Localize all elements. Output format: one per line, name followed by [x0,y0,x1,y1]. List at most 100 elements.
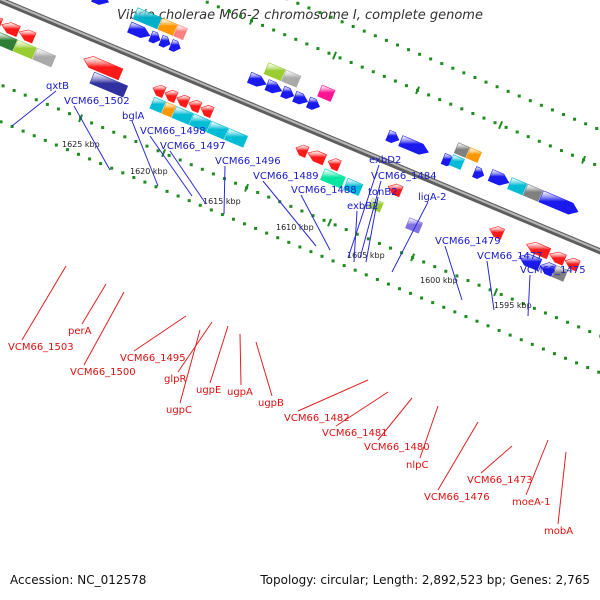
tick-dot-outer-top [573,117,577,121]
gene-glyph [368,197,384,213]
major-tick [332,51,337,60]
gene-glyph [465,147,482,163]
tick-dot-outer-top [484,80,488,84]
gene-glyph [280,85,295,99]
tick-dot-inner-bottom [377,241,381,245]
gene-glyph [489,226,506,240]
bottom-label-leader [133,315,187,352]
tick-dot-inner-bottom [1,84,5,88]
tick-dot-inner-bottom [289,204,293,208]
gene-glyph [398,135,429,155]
tick-dot-outer-bottom [486,324,490,328]
tick-dot-outer-bottom [21,129,25,133]
tick-dot-inner-top [526,135,530,139]
tick-dot-inner-bottom [267,195,271,199]
tick-dot-inner-top [449,102,453,106]
bottom-label-leader [239,333,242,386]
tick-dot-inner-bottom [555,316,559,320]
gene-glyph [1,22,21,37]
gene-label-bottom: perA [68,326,92,337]
tick-dot-outer-top [550,108,554,112]
top-label-leader [223,165,226,215]
tick-dot-inner-bottom [510,297,514,301]
gene-glyph [12,39,37,60]
tick-dot-outer-top [462,71,466,75]
tick-dot-outer-bottom [442,305,446,309]
gene-label-top: VCM66_1502 [64,96,130,107]
tick-dot-outer-top [451,66,455,70]
tick-dot-outer-bottom [453,310,457,314]
tick-dot-inner-bottom [256,190,260,194]
tick-dot-inner-top [360,65,364,69]
gene-glyph [224,128,248,148]
accession-text: Accession: NC_012578 [10,573,147,587]
tick-dot-outer-bottom [121,171,125,175]
tick-dot-inner-bottom [23,93,27,97]
gene-label-top: qxtB [46,81,69,92]
tick-dot-inner-bottom [532,306,536,310]
tick-dot-outer-bottom [464,315,468,319]
tick-dot-inner-top [493,121,497,125]
gene-glyph [343,177,364,196]
tick-dot-outer-top [539,103,543,107]
tick-dot-outer-top [307,6,311,10]
genome-backbone-highlight [0,0,600,252]
gene-glyph [176,94,191,109]
tick-dot-outer-bottom [320,254,324,258]
tick-dot-inner-top [548,144,552,148]
tick-dot-outer-bottom [530,342,534,346]
tick-dot-inner-bottom [167,153,171,157]
tick-dot-inner-top [327,51,331,55]
bottom-label-leader [419,405,439,459]
tick-dot-inner-top [559,149,563,153]
tick-dot-inner-top [283,33,287,37]
gene-glyph [292,90,309,105]
tick-dot-inner-bottom [433,265,437,269]
tick-dot-outer-bottom [265,231,269,235]
top-label-leader [359,180,382,259]
ruler-kbp-label: 1615 kbp [203,197,241,206]
gene-label-top: VCM66_1498 [140,126,206,137]
tick-dot-outer-bottom [564,356,568,360]
tick-dot-outer-bottom [420,296,424,300]
tick-dot-outer-top [340,20,344,24]
tick-dot-inner-bottom [577,325,581,329]
tick-dot-inner-bottom [156,149,160,153]
gene-label-top: exbD2 [369,155,401,166]
tick-dot-outer-bottom [342,264,346,268]
gene-glyph [171,106,194,125]
gene-label-bottom: VCM66_1481 [322,428,388,439]
top-label-leader [149,135,193,197]
gene-glyph [307,150,328,166]
gene-glyph [148,30,161,44]
tick-dot-inner-bottom [521,302,525,306]
gene-glyph [507,177,528,196]
tick-dot-outer-bottom [88,157,92,161]
tick-dot-inner-top [272,28,276,32]
gene-glyph [549,251,567,266]
top-label-leader [262,180,317,247]
tick-dot-inner-top [261,23,265,27]
tick-dot-inner-bottom [366,237,370,241]
bottom-label-leader [480,445,513,474]
tick-dot-inner-top [338,56,342,60]
tick-dot-outer-top [473,75,477,79]
gene-label-bottom: mobA [544,526,573,537]
gene-glyph [200,104,215,119]
tick-dot-outer-top [296,1,300,5]
gene-glyph [89,71,129,98]
gene-glyph [551,265,569,282]
genome-stats-text: Topology: circular; Length: 2,892,523 bp… [260,573,590,587]
tick-dot-outer-bottom [243,222,247,226]
tick-dot-outer-bottom [508,333,512,337]
gene-glyph [32,47,57,68]
top-label-leader [527,274,531,317]
top-label-leader [444,245,463,301]
gene-glyph [91,0,110,5]
gene-label-bottom: VCM66_1480 [364,442,430,453]
tick-dot-inner-bottom [234,181,238,185]
tick-dot-inner-top [571,153,575,157]
tick-dot-outer-bottom [475,319,479,323]
tick-dot-outer-bottom [10,124,14,128]
tick-dot-outer-top [407,48,411,52]
